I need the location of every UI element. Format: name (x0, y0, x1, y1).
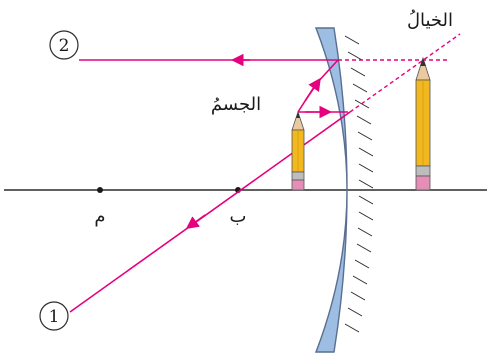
focus-label: ب (230, 206, 247, 227)
center-label: م (94, 206, 105, 227)
object-label: الجسمُ (211, 94, 261, 115)
convex-mirror (314, 27, 348, 353)
image-pencil (415, 56, 431, 191)
object-pencil (291, 110, 305, 191)
ray-1-virtual (349, 33, 461, 113)
ray-2-marker (49, 30, 79, 60)
ray-1-marker (39, 301, 69, 331)
ray-1-arrow (185, 214, 206, 230)
ray-1-reflected (69, 111, 351, 313)
object-ray-upper-arrow (304, 77, 321, 102)
mirror-hatching (344, 35, 374, 333)
ray-2-label: 2 (59, 36, 70, 56)
image-label: الخيالُ (407, 9, 453, 31)
ray-1-label: 1 (49, 307, 60, 327)
center-point (97, 187, 103, 193)
